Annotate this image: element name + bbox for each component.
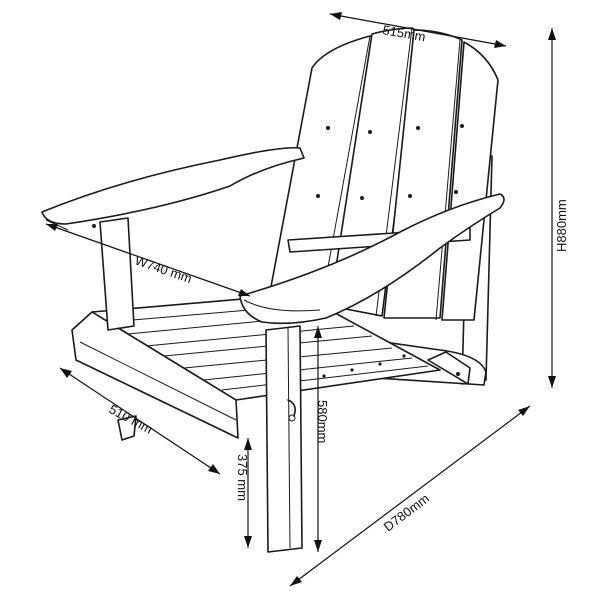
dimension-front-height: 375 mm	[235, 438, 252, 548]
right-front-leg	[265, 325, 303, 553]
label-seat-width: 515mm	[381, 22, 426, 44]
label-height: H880mm	[554, 199, 569, 252]
dimension-height: H880mm	[548, 28, 569, 388]
rear-latch	[427, 351, 471, 385]
backrest-screw-holes	[316, 124, 464, 200]
left-foot	[117, 415, 137, 441]
dimension-seat-height: 580mm	[314, 326, 330, 552]
dimension-overall-width: W740 mm	[45, 223, 251, 297]
right-armrest	[239, 193, 505, 325]
label-front-height: 375 mm	[235, 454, 250, 501]
label-overall-width: W740 mm	[133, 253, 194, 286]
dimension-seat-width: 515mm	[329, 12, 507, 48]
left-armrest	[41, 146, 305, 231]
label-seat-height: 580mm	[315, 400, 330, 443]
